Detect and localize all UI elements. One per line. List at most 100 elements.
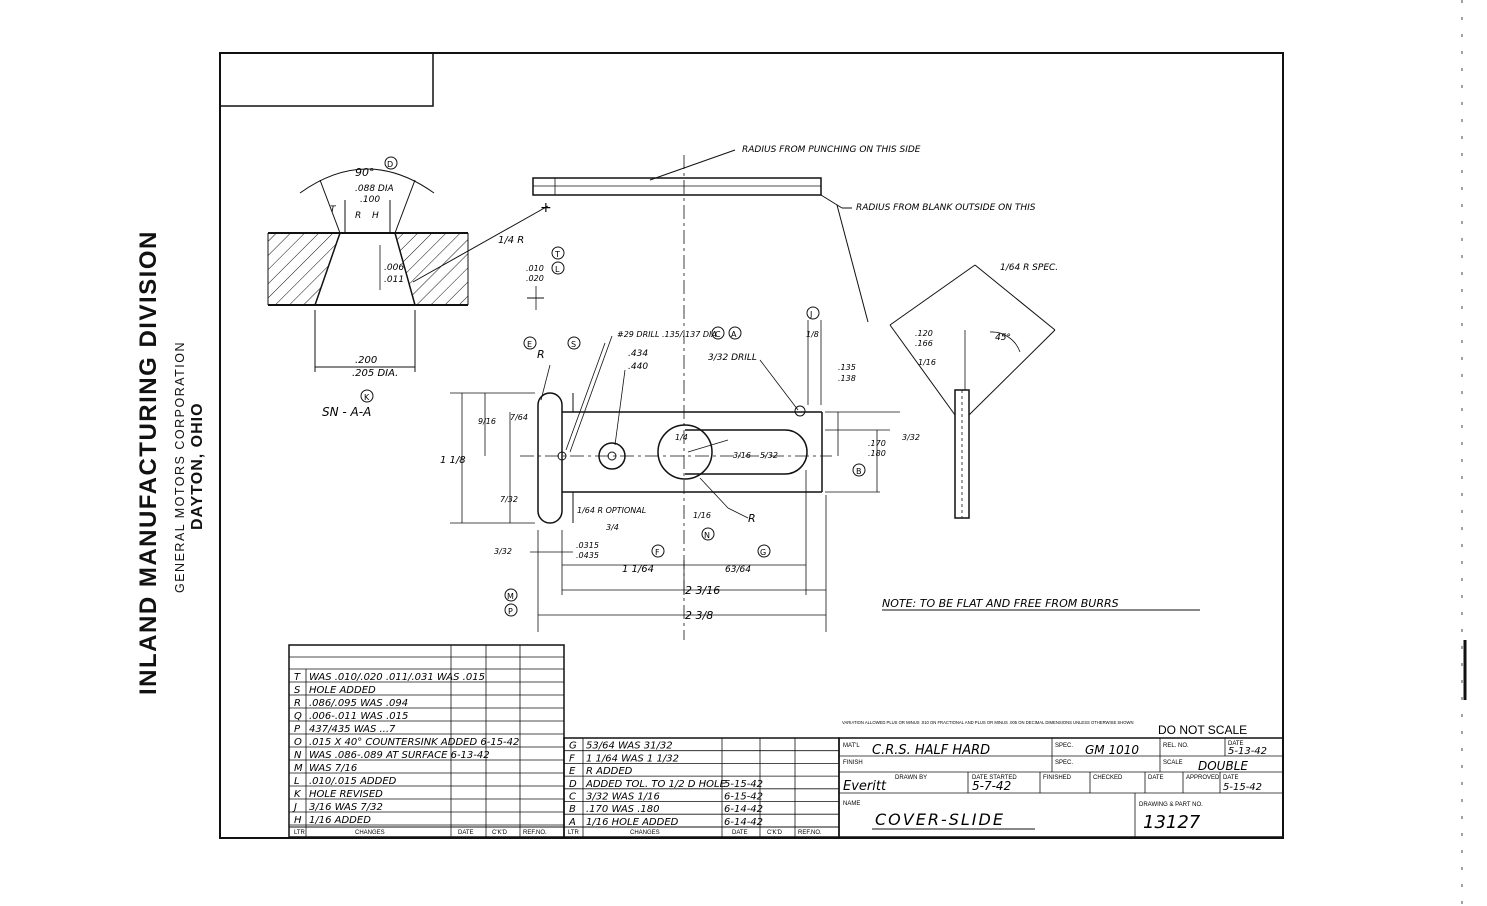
rev-right-row-change: 1 1/64 WAS 1 1/32 [586,753,679,764]
drawn-by-value: Everitt [843,779,887,794]
sheet-border [219,52,1284,839]
date3-value: 5-15-42 [1223,782,1262,793]
dim-434-label: .434 [628,349,648,359]
callout-c: C [715,330,721,339]
rev-right-row-date: 6-15-42 [724,792,763,803]
dim-3-16-label: 3/16 [733,451,751,460]
do-not-scale: DO NOT SCALE [1158,723,1247,737]
rev-left-row-ltr: T [294,672,301,683]
rev-left-row-ltr: N [294,750,302,761]
dim-006-label: .006 [384,263,404,273]
rev-left-row-ltr: M [294,763,303,774]
rev-right-row-date: 5-15-42 [724,779,763,790]
dim-5-32-label: 5/32 [760,451,778,460]
callout-n: N [704,531,710,540]
dim-3-32a-label: 3/32 [494,547,512,556]
rev-left-row-change: .086/.095 WAS .094 [309,698,408,709]
callout-d: D [387,160,393,169]
callout-k: K [364,393,370,402]
dim-2-3-8-label: 2 3/8 [685,609,713,622]
angle-90-label: 90° [355,166,375,179]
r-spec-label: 1/64 R SPEC. [1000,263,1058,273]
dim-166-label: .166 [915,339,933,348]
dim-1-8-label: 1/8 [806,330,819,339]
section-view: 90° .088 DIA .100 T R H .006 .011 .200 .… [267,166,552,419]
rev-right-row-change: 1/16 HOLE ADDED [586,817,679,828]
rev-right-hdr-date: DATE [732,830,748,836]
callout-f: F [655,548,660,557]
rev-left-row-change: WAS .086-.089 AT SURFACE 6-13-42 [309,750,490,761]
approved-label: APPROVED [1186,775,1220,781]
callout-a: A [731,330,737,339]
drawing-no-label: DRAWING & PART NO. [1139,802,1203,808]
callout-j: J [809,310,812,319]
callout-l: L [555,265,560,274]
date-started-value: 5-7-42 [972,779,1011,793]
rev-left-row-change: .015 X 40° COUNTERSINK ADDED 6-15-42 [309,737,519,748]
dim-011-label: .011 [384,275,404,285]
r-quarter-label: 1/4 R [498,235,524,246]
dim-1-1-64-label: 1 1/64 [622,564,654,575]
rev-left-hdr-ckd: C'K'D [492,830,508,836]
dim-2-3-16-label: 2 3/16 [685,584,720,597]
spec2-label: SPEC. [1055,760,1073,766]
rev-right-row-change: 3/32 WAS 1/16 [586,792,660,803]
dim-3-4-label: 3/4 [606,523,619,532]
rev-right-row-ltr: E [569,766,576,777]
rev-left-row-change: WAS 7/16 [309,763,357,774]
rev-left-row-ltr: R [294,698,301,709]
callout-s: S [571,340,576,349]
rev-left-row-ltr: K [294,789,302,800]
drawn-by-label: DRAWN BY [895,775,927,781]
rev-left-row-change: .010/.015 ADDED [309,776,397,787]
dia-088-label: .088 DIA [355,184,394,194]
dim-205-label: .205 DIA. [352,368,398,379]
rev-left-row-ltr: Q [294,711,302,722]
callout-p: P [508,607,513,616]
svg-text:+: + [540,200,552,216]
tolerance-note: VARIATION ALLOWED PLUS OR MINUS .010 ON … [842,720,1133,725]
r-optional-label: 1/64 R OPTIONAL [577,506,646,515]
spec-value: GM 1010 [1085,743,1139,757]
dim-120-label: .120 [915,329,933,338]
callout-g: G [760,548,766,557]
rev-right-row-date: 6-14-42 [724,804,763,815]
rev-right-row-ltr: F [569,753,575,764]
name-label: NAME [843,801,860,807]
dim-1-16b-label: 1/16 [918,358,936,367]
rev-right-row-ltr: A [568,817,576,828]
callout-m: M [507,592,514,601]
dim-3-32b-label: 3/32 [902,433,920,442]
dim-7-32-label: 7/32 [500,495,518,504]
side-view: .120 .166 45° 1/64 R SPEC. 1/16 [889,263,1058,519]
rev-left-hdr-changes: CHANGES [355,830,385,836]
section-label: SN - A-A [322,405,371,419]
rev-right-row-change: ADDED TOL. TO 1/2 D HOLE [585,779,727,790]
rev-left-row-change: 3/16 WAS 7/32 [309,802,383,813]
spec-label: SPEC. [1055,743,1073,749]
radius-blank-note: RADIUS FROM BLANK OUTSIDE ON THIS [856,203,1036,213]
dim-440-label: .440 [628,362,648,372]
edge-view: RADIUS FROM PUNCHING ON THIS SIDE RADIUS… [526,145,1036,640]
date-value: 5-13-42 [1228,746,1267,757]
ref-no-label: REL. NO. [1163,743,1189,749]
svg-text:H: H [372,211,379,221]
date-label: DATE [1228,741,1244,747]
plan-view: R #29 DRILL .135/.137 DIA .434 .440 3/32… [440,320,920,632]
rev-right-row-ltr: B [569,804,576,815]
rev-right-row-change: .170 WAS .180 [586,804,659,815]
rev-left-row-change: .006-.011 WAS .015 [309,711,408,722]
radius-punching-note: RADIUS FROM PUNCHING ON THIS SIDE [742,145,921,155]
r-label-1: R [537,348,545,361]
checked-label: CHECKED [1093,775,1123,781]
dim-200-label: .200 [355,355,377,366]
rev-left-row-ltr: P [294,724,301,735]
dim-020-label: .020 [526,274,544,283]
finish-label: FINISH [843,760,863,766]
dim-0315-label: .0315 [576,541,599,550]
dim-63-64-label: 63/64 [725,565,751,575]
rev-right-row-ltr: D [569,779,577,790]
date3-label: DATE [1223,775,1239,781]
rev-right-row-date: 6-14-42 [724,817,763,828]
